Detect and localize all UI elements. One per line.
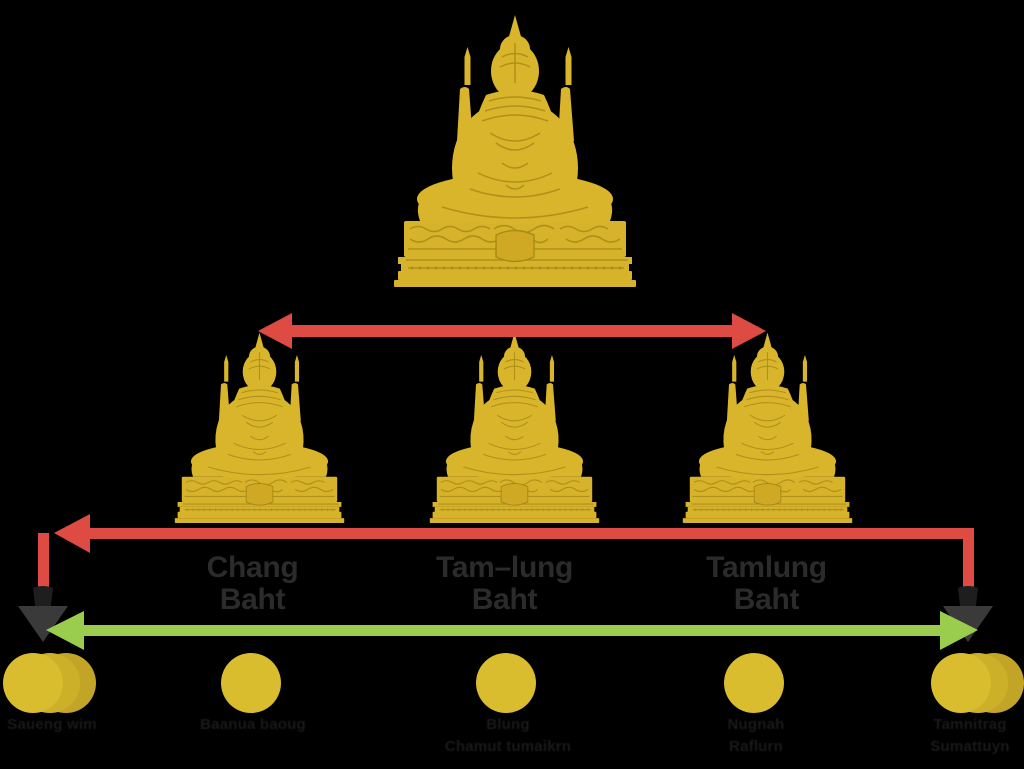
statue-right [680, 332, 855, 532]
statue-left [172, 332, 347, 532]
coin-caption-5: Tamnitrag Sumattuyn [908, 714, 1024, 758]
dark-down-arrow-right [943, 586, 993, 642]
coin-stack-left [2, 652, 98, 716]
tier-label-tamlung-right: Tamlung Baht [684, 552, 849, 615]
coin-caption-2-line1: Baanua baoug [200, 716, 306, 733]
coin-caption-1-line1: Saueng wim [7, 716, 97, 733]
tier-label-tamlung-center-line2: Baht [471, 582, 538, 616]
coin-caption-4-line2: Raflurn [729, 737, 783, 755]
statue-left-graphic [174, 332, 345, 524]
coin-caption-3-line2: Chamut tumaikrn [444, 737, 572, 755]
top-statue-graphic [393, 14, 637, 288]
coin-single-3 [475, 652, 539, 716]
tier-label-tamlung-right-line2: Baht [733, 582, 800, 616]
coin-single-2 [220, 652, 284, 716]
coin-caption-3: Blung Chamut tumaikrn [420, 714, 596, 758]
top-statue [390, 2, 640, 312]
green-double-arrow-bottom [46, 611, 978, 650]
coin-single-4-graphic [724, 653, 784, 713]
tier-label-tamlung-center: Tam–lung Baht [422, 552, 587, 615]
coin-caption-4: Nugnah Raflurn [692, 714, 820, 758]
statue-center-graphic [429, 332, 600, 524]
coin-caption-5-line2: Sumattuyn [930, 737, 1010, 755]
coin-single-4 [723, 652, 787, 716]
tier-label-tamlung-center-line1: Tam–lung [435, 551, 574, 584]
coin-caption-3-line1: Blung [486, 716, 530, 733]
coin-caption-4-line1: Nugnah [727, 716, 785, 733]
statue-right-graphic [682, 332, 853, 524]
coin-stack-right [930, 652, 1024, 716]
coin-single-2-graphic [221, 653, 281, 713]
coin-caption-2: Baanua baoug [188, 714, 318, 736]
tier-label-chang-line2: Baht [219, 582, 286, 616]
coin-stack-right-graphic [931, 653, 1024, 713]
statue-center [427, 332, 602, 532]
coin-stack-left-graphic [3, 653, 96, 713]
coin-single-3-graphic [476, 653, 536, 713]
coin-caption-1: Saueng wim [0, 714, 112, 736]
tier-label-chang-line1: Chang [206, 551, 299, 584]
tier-label-tamlung-right-line1: Tamlung [706, 551, 827, 584]
coin-caption-5-line1: Tamnitrag [933, 716, 1007, 733]
tier-label-chang: Chang Baht [180, 552, 325, 615]
dark-down-arrow-left [18, 586, 68, 642]
